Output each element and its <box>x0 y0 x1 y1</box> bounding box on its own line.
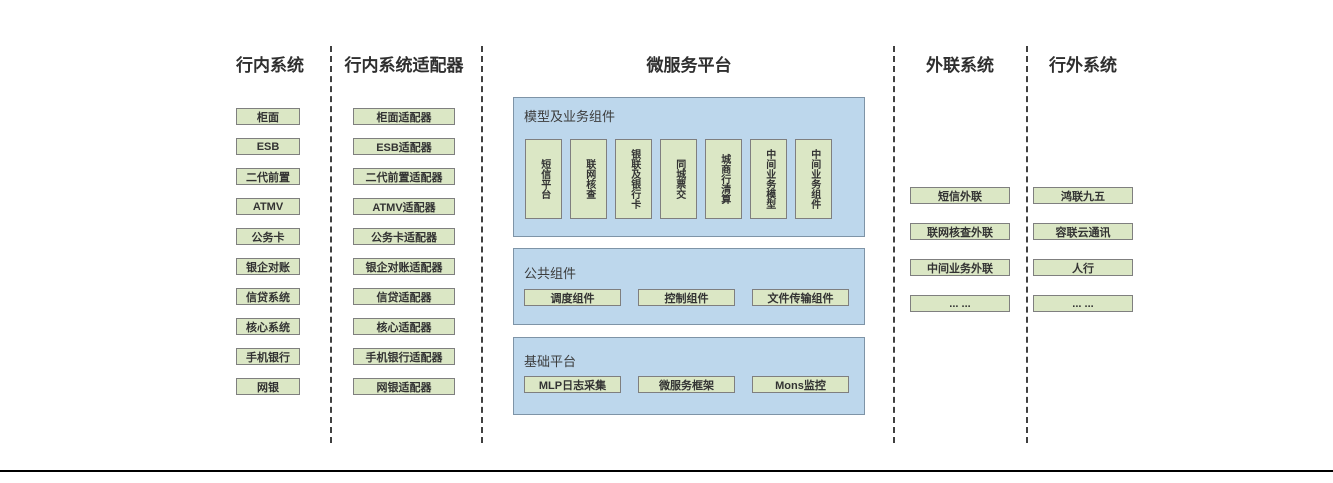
system-box: ATMV <box>236 198 300 215</box>
column-title-microservice-platform: 微服务平台 <box>646 56 732 75</box>
adapter-box: 核心适配器 <box>353 318 455 335</box>
system-box: 柜面 <box>236 108 300 125</box>
outside-box: 鸿联九五 <box>1033 187 1133 204</box>
column-title-inbank-systems: 行内系统 <box>236 56 304 75</box>
system-box: 公务卡 <box>236 228 300 245</box>
column-title-external-link-systems: 外联系统 <box>926 56 994 75</box>
system-box: 信贷系统 <box>236 288 300 305</box>
system-box: 网银 <box>236 378 300 395</box>
base-platform-panel: 基础平台 MLP日志采集微服务框架 Mons监控 <box>513 337 865 415</box>
system-box: 二代前置 <box>236 168 300 185</box>
outside-bank-systems-list: 鸿联九五容联云通讯人行 ... ... <box>1033 187 1133 312</box>
external-box: 短信外联 <box>910 187 1010 204</box>
base-component-box: 微服务框架 <box>638 376 735 393</box>
column-separator-1 <box>330 46 332 443</box>
bottom-divider <box>0 470 1333 472</box>
adapter-box: 网银适配器 <box>353 378 455 395</box>
adapter-box: 手机银行适配器 <box>353 348 455 365</box>
system-box: 银企对账 <box>236 258 300 275</box>
model-component-box: 城商行清算 <box>705 139 742 219</box>
model-component-box: 中间业务组件 <box>795 139 832 219</box>
external-link-systems-list: 短信外联联网核查外联中间业务外联 ... ... <box>910 187 1010 312</box>
model-component-box: 中间业务模型 <box>750 139 787 219</box>
common-components-row: 调度组件控制组件文件传输组件 <box>524 289 849 306</box>
model-component-box: 短信平台 <box>525 139 562 219</box>
adapter-box: 二代前置适配器 <box>353 168 455 185</box>
system-box: ESB <box>236 138 300 155</box>
inbank-adapters-list: 柜面适配器 ESB适配器二代前置适配器 ATMV适配器公务卡适配器银企对账适配器信贷… <box>353 108 455 395</box>
model-component-box: 同城票交 <box>660 139 697 219</box>
column-title-inbank-adapters: 行内系统适配器 <box>344 56 464 75</box>
column-separator-3 <box>893 46 895 443</box>
base-platform-row: MLP日志采集微服务框架 Mons监控 <box>524 376 849 393</box>
outside-box: 容联云通讯 <box>1033 223 1133 240</box>
panel-label: 公共组件 <box>524 266 577 281</box>
column-title-outside-bank-systems: 行外系统 <box>1049 56 1117 75</box>
external-box: 联网核查外联 <box>910 223 1010 240</box>
panel-label: 模型及业务组件 <box>524 109 616 124</box>
adapter-box: 银企对账适配器 <box>353 258 455 275</box>
external-box: ... ... <box>910 295 1010 312</box>
system-box: 核心系统 <box>236 318 300 335</box>
model-component-box: 联网核查 <box>570 139 607 219</box>
base-component-box: Mons监控 <box>752 376 849 393</box>
system-box: 手机银行 <box>236 348 300 365</box>
adapter-box: ESB适配器 <box>353 138 455 155</box>
model-components-row: 短信平台联网核查银联及银行卡同城票交城商行清算中间业务模型中间业务组件 <box>525 139 832 219</box>
base-component-box: MLP日志采集 <box>524 376 621 393</box>
adapter-box: 公务卡适配器 <box>353 228 455 245</box>
common-components-panel: 公共组件 调度组件控制组件文件传输组件 <box>513 248 865 325</box>
adapter-box: ATMV适配器 <box>353 198 455 215</box>
adapter-box: 信贷适配器 <box>353 288 455 305</box>
common-component-box: 文件传输组件 <box>752 289 849 306</box>
external-box: 中间业务外联 <box>910 259 1010 276</box>
common-component-box: 调度组件 <box>524 289 621 306</box>
panel-label: 基础平台 <box>524 354 577 369</box>
inbank-systems-list: 柜面 ESB 二代前置 ATMV 公务卡银企对账信贷系统核心系统手机银行网银 <box>236 108 300 395</box>
model-business-components-panel: 模型及业务组件 短信平台联网核查银联及银行卡同城票交城商行清算中间业务模型中间业… <box>513 97 865 237</box>
outside-box: ... ... <box>1033 295 1133 312</box>
outside-box: 人行 <box>1033 259 1133 276</box>
column-separator-4 <box>1026 46 1028 443</box>
column-separator-2 <box>481 46 483 443</box>
common-component-box: 控制组件 <box>638 289 735 306</box>
model-component-box: 银联及银行卡 <box>615 139 652 219</box>
adapter-box: 柜面适配器 <box>353 108 455 125</box>
